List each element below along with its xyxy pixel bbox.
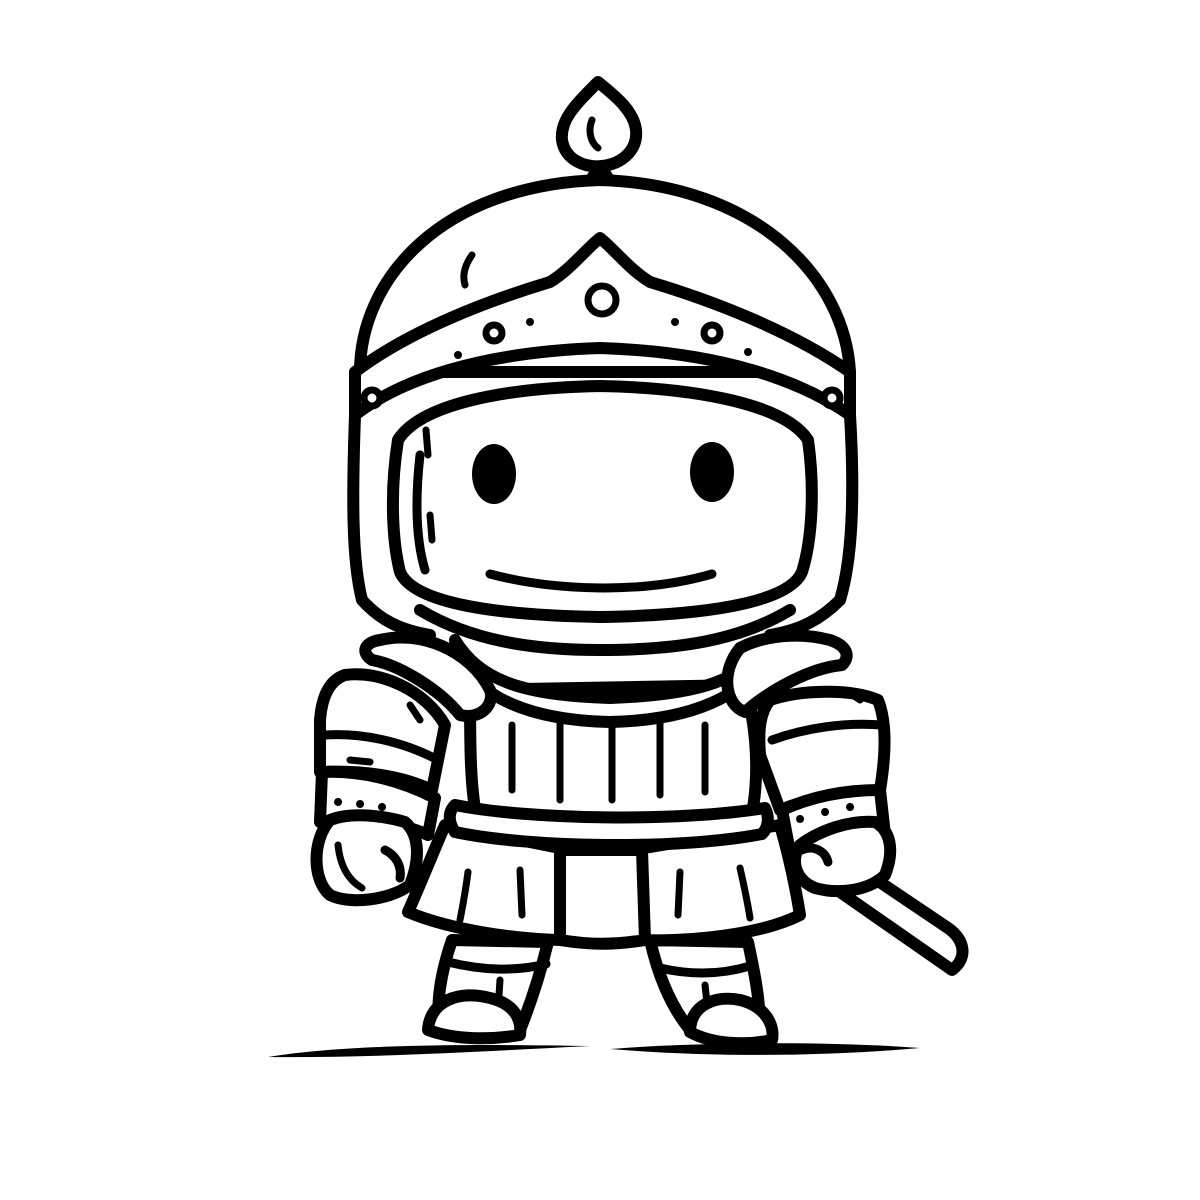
left-leg <box>422 934 554 1045</box>
torso-armor <box>443 679 774 852</box>
left-pauldron <box>359 631 497 722</box>
left-eye <box>472 444 516 504</box>
rivet <box>360 386 384 410</box>
helmet-plume <box>555 76 643 173</box>
face-opening <box>386 380 818 623</box>
skirt-armor <box>402 819 806 950</box>
rivet <box>820 386 844 410</box>
rivet <box>584 282 620 318</box>
right-eye <box>690 442 734 502</box>
right-leg <box>644 934 779 1050</box>
belt <box>443 799 774 852</box>
rivet <box>482 321 506 345</box>
mouth <box>485 569 717 593</box>
ground-shadow <box>268 1043 920 1058</box>
right-gauntlet <box>789 815 897 898</box>
right-pauldron <box>721 629 853 718</box>
left-gauntlet <box>310 809 423 907</box>
helmet <box>347 76 859 656</box>
left-arm <box>310 631 497 907</box>
right-arm <box>721 629 897 898</box>
helmet-brow-band <box>349 232 856 421</box>
rivet <box>700 321 724 345</box>
face <box>472 442 734 593</box>
